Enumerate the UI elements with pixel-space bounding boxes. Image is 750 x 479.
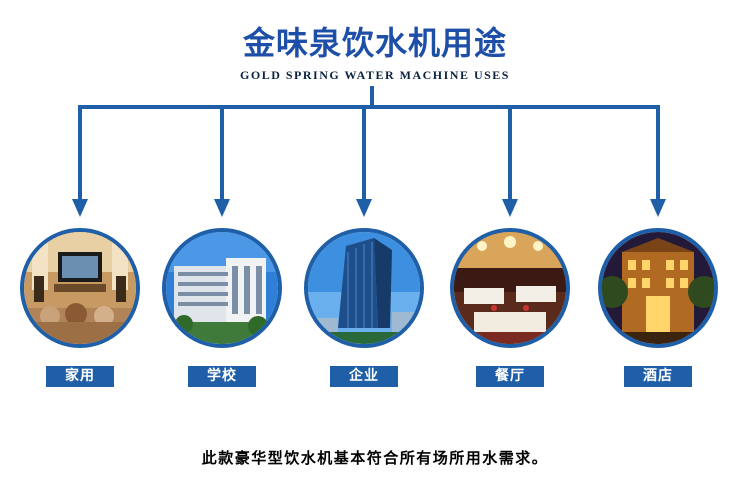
use-card-business: 企业 [304,228,424,387]
use-card-hotel: 酒店 [598,228,718,387]
page-subtitle: GOLD SPRING WATER MACHINE USES [240,68,510,82]
use-card-home: 家用 [20,228,140,387]
school-building-photo [162,228,282,348]
use-label: 家用 [46,366,114,387]
living-room-photo [20,228,140,348]
arrow-down-icon [650,199,666,217]
hotel-exterior-photo [598,228,718,348]
use-card-school: 学校 [162,228,282,387]
arrow-down-icon [72,199,88,217]
use-card-restaurant: 餐厅 [450,228,570,387]
use-label: 学校 [188,366,256,387]
use-label: 餐厅 [476,366,544,387]
page-title: 金味泉饮水机用途 [242,24,507,62]
footer-note: 此款豪华型饮水机基本符合所有场所用水需求。 [201,449,549,467]
restaurant-interior-photo [450,228,570,348]
arrow-down-icon [356,199,372,217]
office-tower-photo [304,228,424,348]
arrow-down-icon [502,199,518,217]
use-label: 酒店 [624,366,692,387]
arrow-down-icon [214,199,230,217]
use-label: 企业 [330,366,398,387]
